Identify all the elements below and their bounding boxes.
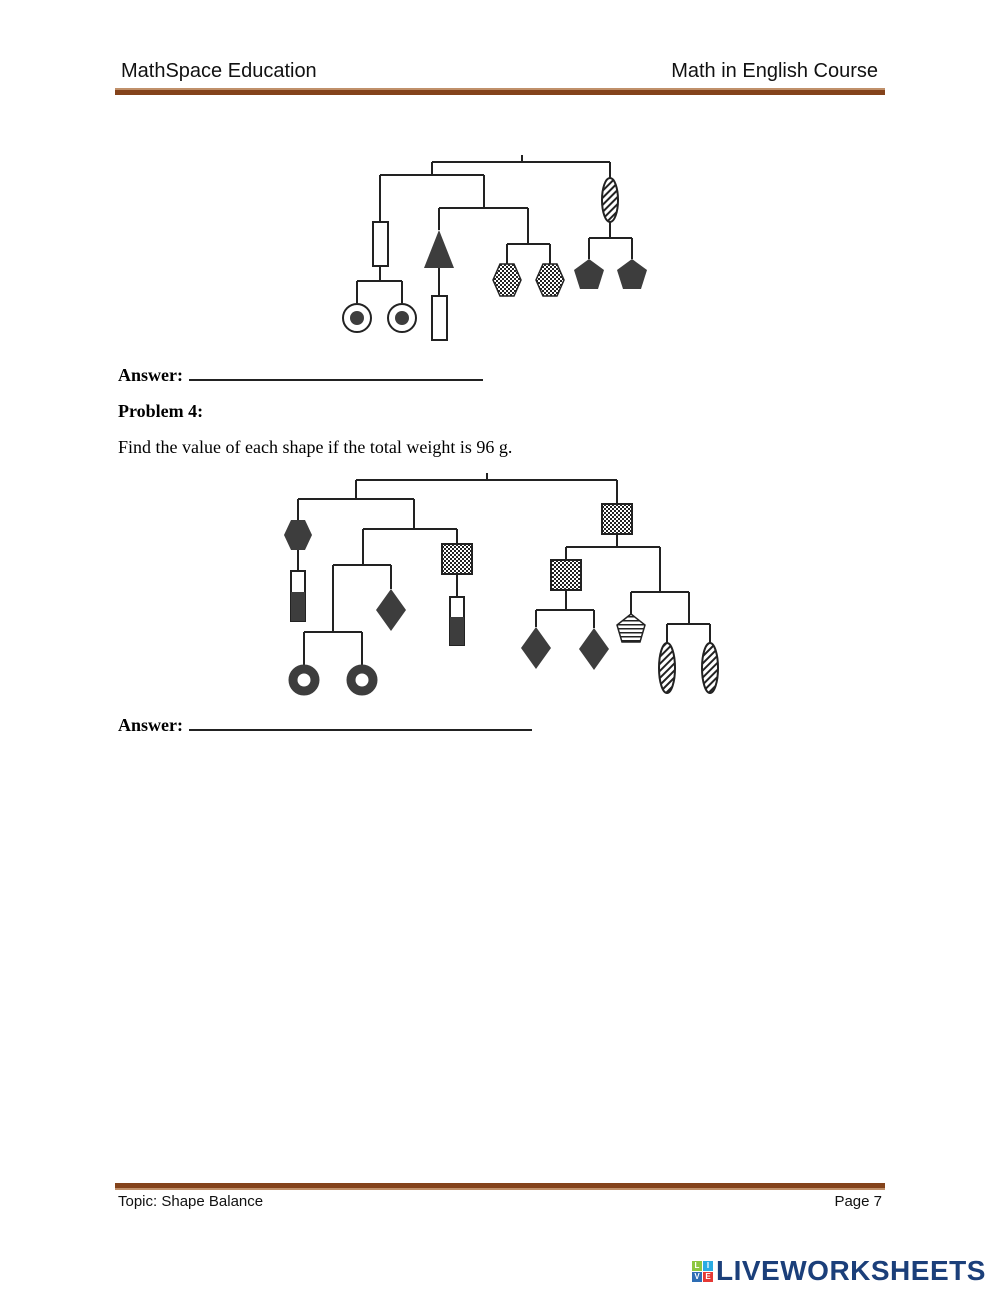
answer-row-problem-3: Answer:	[118, 365, 483, 386]
checkered-square-shape	[550, 559, 582, 591]
striped-oval-shape	[701, 642, 719, 694]
footer-page-number: Page 7	[834, 1193, 882, 1210]
logo-wordmark: LIVEWORKSHEETS	[716, 1255, 986, 1286]
logo-tile: I	[703, 1260, 713, 1271]
half-filled-rectangle-shape	[449, 596, 465, 646]
footer-topic: Topic: Shape Balance	[118, 1193, 264, 1210]
checkered-hexagon-shape	[492, 263, 522, 297]
striped-pentagon-shape	[616, 613, 646, 643]
problem-4-title: Problem 4:	[118, 401, 204, 421]
half-filled-rectangle-shape	[290, 570, 306, 622]
circle-dot-shape	[342, 303, 372, 333]
ring-shape	[346, 664, 378, 696]
hexagon-shape	[284, 520, 312, 550]
striped-oval-shape	[658, 642, 676, 694]
pentagon-shape	[574, 259, 604, 289]
answer-label: Answer:	[118, 715, 183, 735]
ring-shape	[288, 664, 320, 696]
header-school-name: MathSpace Education	[121, 60, 317, 82]
logo-tile: E	[703, 1271, 713, 1282]
mobile-diagram-problem-3	[342, 155, 647, 341]
logo-tiles-icon: L I V E	[692, 1260, 713, 1282]
checkered-hexagon-shape	[535, 263, 565, 297]
checkered-square-shape	[441, 543, 473, 575]
checkered-square-shape	[601, 503, 633, 535]
problem-4-instructions: Find the value of each shape if the tota…	[118, 437, 513, 457]
beam-top	[431, 155, 611, 178]
liveworksheets-logo[interactable]: L I V E LIVEWORKSHEETS	[692, 1255, 986, 1287]
rectangle-shape	[372, 221, 389, 267]
beam-left	[379, 174, 485, 222]
answer-input-problem-3[interactable]	[189, 365, 483, 381]
logo-tile: V	[692, 1271, 702, 1282]
circle-dot-shape	[387, 303, 417, 333]
logo-tile: L	[692, 1260, 702, 1271]
diamond-shape	[376, 589, 406, 631]
mobile-diagram-problem-4	[284, 473, 719, 696]
answer-label: Answer:	[118, 365, 183, 385]
triangle-shape	[424, 230, 454, 268]
answer-row-problem-4: Answer:	[118, 715, 532, 736]
diamond-shape	[521, 627, 551, 669]
header-course-name: Math in English Course	[671, 60, 878, 82]
header-rule	[115, 88, 885, 95]
diamond-shape	[579, 628, 609, 670]
footer-rule	[115, 1183, 885, 1190]
pentagon-shape	[617, 259, 647, 289]
striped-oval-shape	[601, 177, 619, 223]
rectangle-shape	[431, 295, 448, 341]
answer-input-problem-4[interactable]	[189, 715, 532, 731]
